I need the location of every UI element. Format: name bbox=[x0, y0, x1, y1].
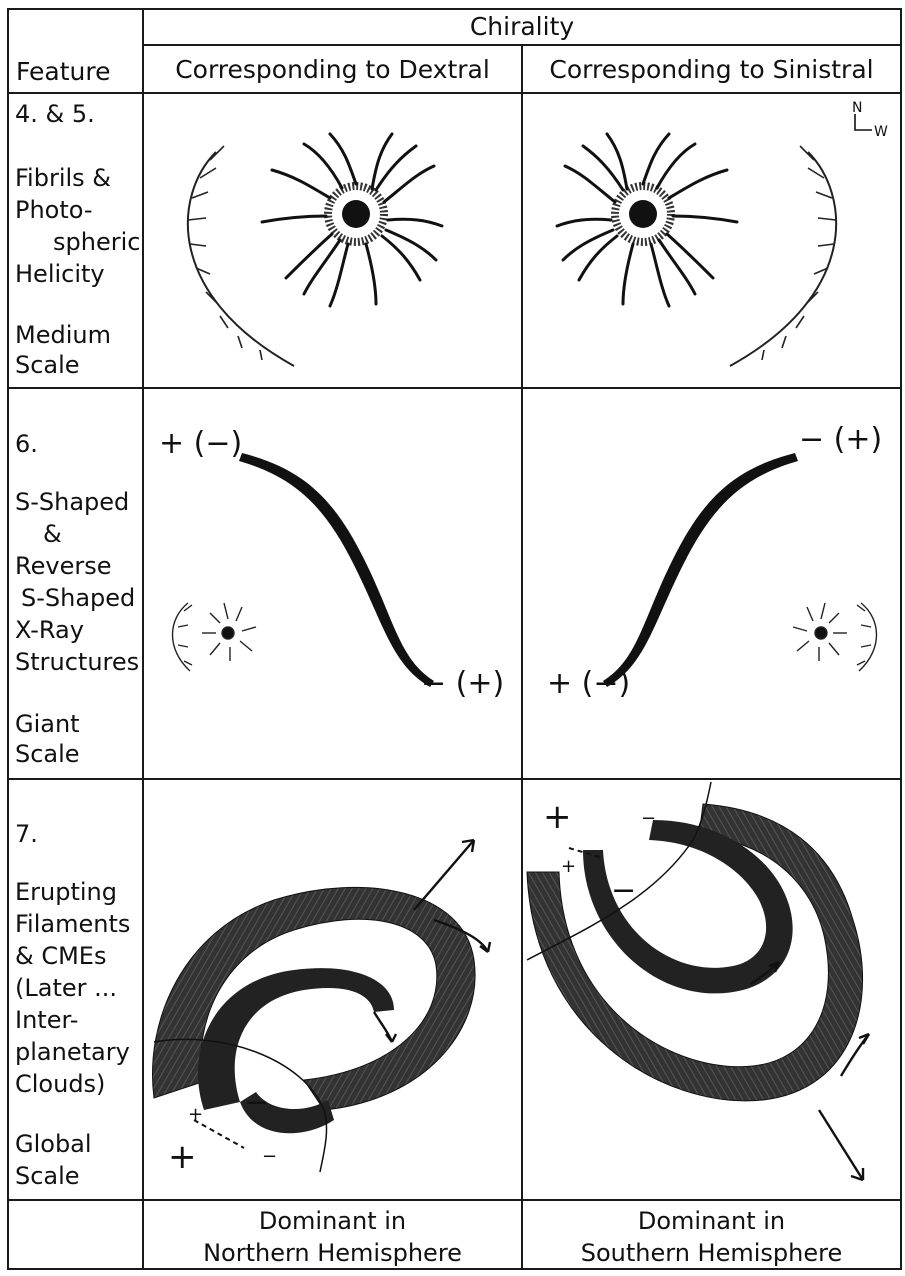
svg-text:−: − bbox=[244, 1085, 269, 1120]
row3-line6: planetary bbox=[15, 1036, 130, 1068]
fibrils-sinistral-figure bbox=[523, 94, 900, 387]
row1-scale2: Scale bbox=[15, 349, 80, 381]
row3-line4: (Later ... bbox=[15, 972, 117, 1004]
row1-line4: Helicity bbox=[15, 258, 105, 290]
row2-line3: Reverse bbox=[15, 550, 111, 582]
table-border-right bbox=[900, 8, 902, 1270]
fibrils-dextral-figure bbox=[144, 94, 521, 387]
row2-line5: X-Ray bbox=[15, 614, 84, 646]
sinistral-header: Corresponding to Sinistral bbox=[523, 54, 900, 86]
erupting-filament-dextral-figure: + + − − bbox=[144, 780, 521, 1199]
row1-line3: spheric bbox=[53, 226, 140, 258]
row1-scale1: Medium bbox=[15, 319, 111, 351]
row3-line1: Erupting bbox=[15, 876, 117, 908]
svg-text:+: + bbox=[561, 856, 576, 877]
chirality-header: Chirality bbox=[144, 11, 900, 43]
svg-text:−: − bbox=[611, 873, 636, 908]
row2-line6: Structures bbox=[15, 646, 139, 678]
footer-sinistral-line1: Dominant in bbox=[523, 1205, 900, 1237]
row3-number: 7. bbox=[15, 818, 38, 850]
table-border-left bbox=[7, 8, 9, 1270]
row3-line3: & CMEs bbox=[15, 940, 106, 972]
dextral-header: Corresponding to Dextral bbox=[144, 54, 521, 86]
row2-number: 6. bbox=[15, 428, 38, 460]
row1-line2: Photo- bbox=[15, 194, 93, 226]
row3-scale1: Global bbox=[15, 1128, 92, 1160]
row1-line1: Fibrils & bbox=[15, 162, 111, 194]
svg-text:+: + bbox=[543, 797, 572, 837]
footer-dextral-line2: Northern Hemisphere bbox=[144, 1237, 521, 1269]
row3-scale2: Scale bbox=[15, 1160, 80, 1192]
footer-dextral-line1: Dominant in bbox=[144, 1205, 521, 1237]
row2-line1: S-Shaped bbox=[15, 486, 129, 518]
s-shaped-xray-figure bbox=[144, 389, 521, 778]
row2-line2: & bbox=[43, 518, 62, 550]
svg-text:+: + bbox=[188, 1104, 203, 1125]
row1-number: 4. & 5. bbox=[15, 98, 95, 130]
feature-header: Feature bbox=[16, 56, 110, 88]
row3-line7: Clouds) bbox=[15, 1068, 105, 1100]
svg-text:−: − bbox=[262, 1146, 277, 1167]
svg-text:+: + bbox=[168, 1137, 197, 1177]
svg-text:−: − bbox=[641, 808, 656, 829]
erupting-filament-sinistral-figure: + + − − bbox=[523, 780, 900, 1199]
reverse-s-shaped-xray-figure bbox=[523, 389, 900, 778]
row-divider-3 bbox=[7, 1199, 902, 1201]
footer-sinistral-line2: Southern Hemisphere bbox=[523, 1237, 900, 1269]
row-divider-chirality bbox=[142, 44, 902, 46]
row2-scale1: Giant bbox=[15, 708, 80, 740]
row3-line5: Inter- bbox=[15, 1004, 78, 1036]
row3-line2: Filaments bbox=[15, 908, 130, 940]
row2-line4: S-Shaped bbox=[21, 582, 135, 614]
row2-scale2: Scale bbox=[15, 738, 80, 770]
chirality-table: Chirality Feature Corresponding to Dextr… bbox=[7, 8, 902, 1270]
